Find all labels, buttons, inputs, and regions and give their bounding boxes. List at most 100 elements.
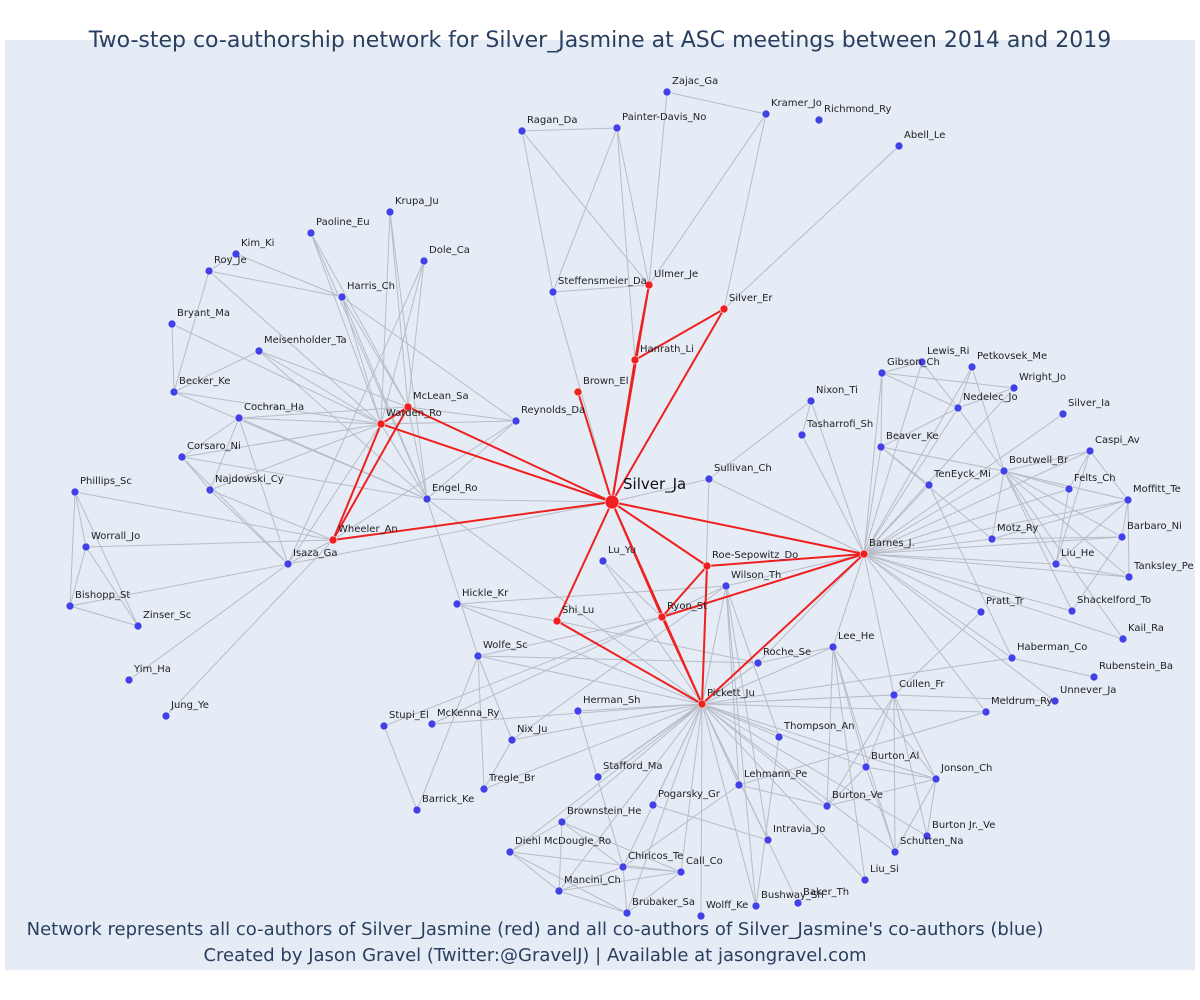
node-nix-ju[interactable]: [507, 735, 517, 745]
node-zajac-ga[interactable]: [662, 87, 672, 97]
node-worrall-jo[interactable]: [81, 542, 91, 552]
node-mckenna-ry[interactable]: [427, 719, 437, 729]
node-burton-ve[interactable]: [822, 801, 832, 811]
node-liu-si[interactable]: [860, 875, 870, 885]
node-unnever-ja[interactable]: [1050, 696, 1060, 706]
node-bishopp-st[interactable]: [65, 601, 75, 611]
node-steffensmeier-da[interactable]: [548, 287, 558, 297]
node-lu-yu[interactable]: [598, 556, 608, 566]
node-nixon-ti[interactable]: [806, 396, 816, 406]
node-gibson-ch[interactable]: [877, 368, 887, 378]
node-thompson-an[interactable]: [774, 732, 784, 742]
node-felts-ch[interactable]: [1064, 484, 1074, 494]
node-rubenstein-ba[interactable]: [1089, 672, 1099, 682]
node-burton-al[interactable]: [861, 762, 871, 772]
node-sullivan-ch[interactable]: [704, 474, 714, 484]
node-liu-he[interactable]: [1051, 559, 1061, 569]
node-hickle-kr[interactable]: [452, 599, 462, 609]
node-silver-er[interactable]: [719, 304, 729, 314]
node-motz-ry[interactable]: [987, 534, 997, 544]
node-burton-jr-ve[interactable]: [922, 831, 932, 841]
node-cullen-fr[interactable]: [889, 690, 899, 700]
node-stupi-el[interactable]: [379, 721, 389, 731]
node-ryon-st[interactable]: [657, 612, 667, 622]
node-ragan-da[interactable]: [517, 126, 527, 136]
node-harris-ch[interactable]: [337, 292, 347, 302]
node-kim-ki[interactable]: [231, 249, 241, 259]
node-lehmann-pe[interactable]: [734, 780, 744, 790]
node-wright-jo[interactable]: [1009, 383, 1019, 393]
node-reynolds-da[interactable]: [511, 416, 521, 426]
node-bushway-sh[interactable]: [751, 901, 761, 911]
node-silver-ja[interactable]: [604, 494, 620, 510]
node-roy-je[interactable]: [204, 266, 214, 276]
node-barrick-ke[interactable]: [412, 805, 422, 815]
node-mclean-sa[interactable]: [403, 402, 413, 412]
node-yim-ha[interactable]: [124, 675, 134, 685]
node-meldrum-ry[interactable]: [981, 707, 991, 717]
node-jung-ye[interactable]: [161, 711, 171, 721]
node-caspi-av[interactable]: [1085, 446, 1095, 456]
node-phillips-sc[interactable]: [70, 487, 80, 497]
node-becker-ke[interactable]: [169, 387, 179, 397]
node-cochran-ha[interactable]: [234, 413, 244, 423]
node-silver-ia[interactable]: [1058, 409, 1068, 419]
node-warden-ro[interactable]: [376, 419, 386, 429]
node-roe-sepowitz-do[interactable]: [702, 561, 712, 571]
node-pogarsky-gr[interactable]: [648, 800, 658, 810]
node-pickett-ju[interactable]: [697, 699, 707, 709]
node-ulmer-je[interactable]: [644, 280, 654, 290]
node-call-co[interactable]: [676, 867, 686, 877]
node-engel-ro[interactable]: [422, 494, 432, 504]
node-hanrath-li[interactable]: [630, 355, 640, 365]
node-brubaker-sa[interactable]: [622, 908, 632, 918]
node-dole-ca[interactable]: [419, 256, 429, 266]
node-shackelford-to[interactable]: [1067, 606, 1077, 616]
node-mancini-ch[interactable]: [554, 886, 564, 896]
node-paoline-eu[interactable]: [306, 228, 316, 238]
node-chiricos-te[interactable]: [618, 862, 628, 872]
node-lee-he[interactable]: [828, 642, 838, 652]
node-kail-ra[interactable]: [1118, 634, 1128, 644]
node-richmond-ry[interactable]: [814, 115, 824, 125]
node-abell-le[interactable]: [894, 141, 904, 151]
node-brown-el[interactable]: [573, 387, 583, 397]
node-schutten-na[interactable]: [890, 847, 900, 857]
node-zinser-sc[interactable]: [133, 621, 143, 631]
node-nedelec-jo[interactable]: [953, 403, 963, 413]
node-corsaro-ni[interactable]: [177, 452, 187, 462]
node-barnes-j[interactable]: [859, 549, 869, 559]
node-petkovsek-me[interactable]: [967, 362, 977, 372]
node-tregle-br[interactable]: [479, 784, 489, 794]
node-tanksley-pe[interactable]: [1124, 572, 1134, 582]
node-jonson-ch[interactable]: [931, 774, 941, 784]
node-isaza-ga[interactable]: [283, 559, 293, 569]
node-diehl-mcdougle-ro[interactable]: [505, 847, 515, 857]
node-boutwell-br[interactable]: [999, 466, 1009, 476]
node-wolff-ke[interactable]: [696, 911, 706, 921]
node-haberman-co[interactable]: [1007, 653, 1017, 663]
node-teneyck-mi[interactable]: [924, 480, 934, 490]
node-bryant-ma[interactable]: [167, 319, 177, 329]
node-wolfe-sc[interactable]: [473, 651, 483, 661]
node-intravia-jo[interactable]: [763, 835, 773, 845]
node-wilson-th[interactable]: [721, 581, 731, 591]
node-krupa-ju[interactable]: [385, 207, 395, 217]
node-pratt-tr[interactable]: [976, 607, 986, 617]
node-tasharrofi-sh[interactable]: [797, 430, 807, 440]
node-najdowski-cy[interactable]: [205, 485, 215, 495]
node-brownstein-he[interactable]: [557, 817, 567, 827]
node-lewis-ri[interactable]: [917, 357, 927, 367]
node-shi-lu[interactable]: [552, 616, 562, 626]
node-barbaro-ni[interactable]: [1117, 532, 1127, 542]
node-herman-sh[interactable]: [573, 706, 583, 716]
node-meisenholder-ta[interactable]: [254, 346, 264, 356]
node-moffitt-te[interactable]: [1123, 495, 1133, 505]
node-baker-th[interactable]: [793, 898, 803, 908]
node-stafford-ma[interactable]: [593, 772, 603, 782]
node-painter-davis-no[interactable]: [612, 123, 622, 133]
node-roche-se[interactable]: [753, 658, 763, 668]
node-kramer-jo[interactable]: [761, 109, 771, 119]
node-wheeler-an[interactable]: [328, 535, 338, 545]
node-beaver-ke[interactable]: [876, 442, 886, 452]
